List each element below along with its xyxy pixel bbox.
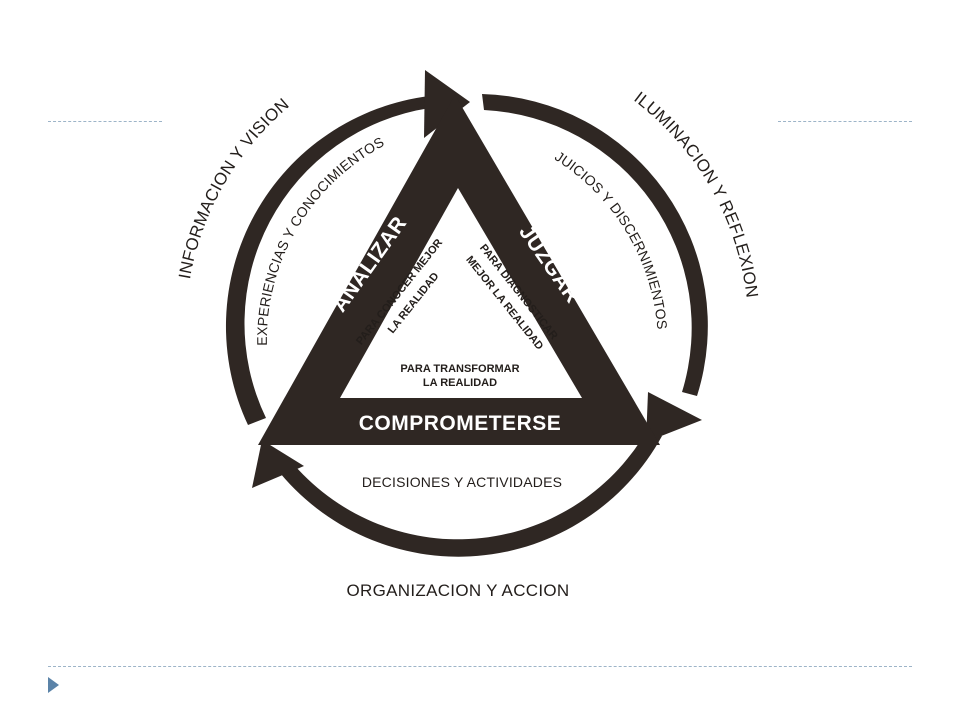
divider-top-left [48, 121, 162, 122]
side-label-comprometerse: COMPROMETERSE [359, 412, 562, 435]
outer-label-bottom: ORGANIZACION Y ACCION [347, 581, 570, 600]
arrow-head-right-icon [646, 392, 702, 442]
arrow-bottom-arc [276, 432, 662, 557]
divider-bottom [48, 666, 912, 667]
inner-label-bottom-line1: PARA TRANSFORMAR [400, 363, 519, 375]
arrow-head-top-icon [424, 70, 470, 138]
divider-top-right [778, 121, 912, 122]
inner-label-bottom-line2: LA REALIDAD [423, 377, 497, 389]
slide-bullet-icon [48, 677, 59, 693]
triangle-inner [340, 188, 582, 398]
arrow-head-left-icon [252, 440, 304, 488]
middle-label-bottom: DECISIONES Y ACTIVIDADES [362, 474, 562, 490]
cycle-arrows [225, 70, 708, 557]
arrow-left-arc [225, 96, 430, 425]
